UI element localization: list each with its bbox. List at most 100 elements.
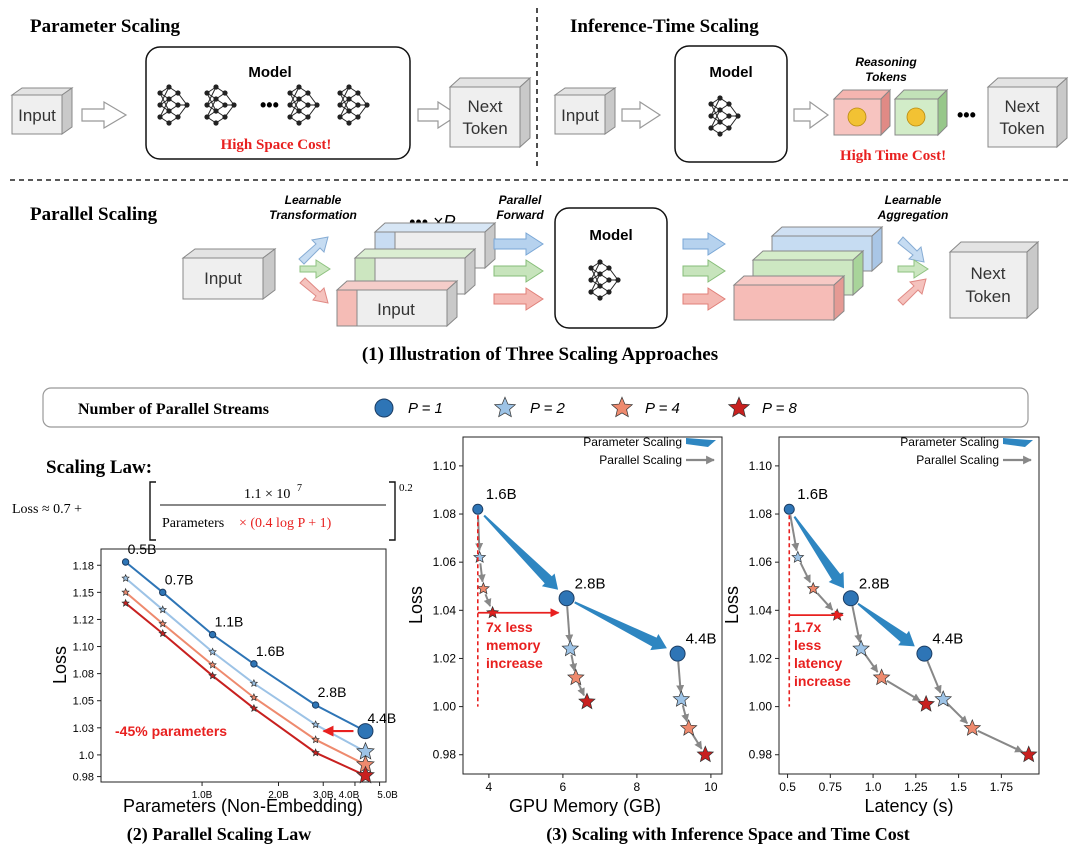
chart1-point-label: 1.6B bbox=[256, 643, 285, 659]
caption-2: (2) Parallel Scaling Law bbox=[127, 824, 311, 845]
chart3-parallel-arrow bbox=[799, 562, 812, 584]
reasoning-tokens-label-2: Tokens bbox=[865, 70, 907, 84]
legend-marker-p2 bbox=[493, 396, 517, 418]
legend-markers bbox=[374, 396, 751, 418]
chart2-legend-param: Parameter Scaling bbox=[583, 435, 682, 449]
chart1-ytick-label: 1.03 bbox=[73, 723, 94, 735]
chart2-ytick-label: 1.10 bbox=[433, 459, 457, 473]
chart2-point-p2 bbox=[672, 690, 691, 707]
parallel-token-label: Token bbox=[965, 287, 1010, 306]
chart1-annotation: -45% parameters bbox=[115, 723, 227, 739]
chart3-xlabel: Latency (s) bbox=[864, 796, 953, 816]
chart1-point-label: 0.7B bbox=[165, 571, 194, 587]
chart2-legend-param-arrow bbox=[686, 438, 716, 447]
chart3-legend-param-arrow bbox=[1003, 438, 1033, 447]
scaling-law-heading: Scaling Law: bbox=[46, 457, 152, 478]
chart2-annotation: 7x less bbox=[486, 619, 533, 635]
chart1-point-p4 bbox=[208, 660, 217, 669]
chart2-point-p8 bbox=[578, 692, 596, 710]
chart1-ylabel: Loss bbox=[50, 646, 70, 684]
chart3-xtick-label: 1.5 bbox=[950, 780, 967, 794]
chart1-xtick-label: 5.0B bbox=[377, 790, 398, 801]
chart1-point-p4 bbox=[158, 619, 167, 628]
high-time-cost-label: High Time Cost! bbox=[840, 148, 946, 164]
chart2-parallel-arrow bbox=[565, 606, 574, 643]
formula-numerator: 1.1 × 10 bbox=[244, 487, 290, 502]
infer-next-label: Next bbox=[1005, 97, 1040, 116]
chart1-point-p2 bbox=[311, 720, 320, 729]
chart2-point-p2 bbox=[561, 639, 580, 657]
param-arrow-1 bbox=[81, 100, 128, 130]
reasoning-tokens-label: Reasoning bbox=[855, 55, 917, 69]
parallel-next-token-box: Next Token bbox=[948, 240, 1040, 320]
infer-arrow-2 bbox=[793, 100, 830, 130]
formula-denominator-p: × (0.4 log P + 1) bbox=[239, 516, 332, 531]
chart1-point-p2 bbox=[158, 605, 167, 614]
chart2-point-p1 bbox=[472, 503, 484, 515]
infer-token-label: Token bbox=[999, 119, 1044, 138]
chart3-annotation: less bbox=[794, 637, 821, 653]
chart3-parallel-arrow bbox=[926, 660, 942, 694]
chart2-ytick-label: 1.02 bbox=[433, 651, 457, 665]
chart2-parallel-arrow bbox=[691, 732, 703, 750]
chart1-point-p4 bbox=[121, 587, 130, 597]
chart1-point-p4 bbox=[249, 693, 259, 702]
chart2-annotation: increase bbox=[486, 655, 543, 671]
chart1-point-p1 bbox=[159, 588, 167, 597]
infer-next-token-box: Next Token bbox=[986, 76, 1069, 149]
thinking-face-icon bbox=[847, 107, 867, 127]
chart1-ytick-label: 1.05 bbox=[73, 696, 94, 708]
chart2-point-p4 bbox=[567, 668, 585, 686]
output-arrow-red bbox=[682, 287, 726, 311]
chart3-ytick-label: 1.04 bbox=[749, 603, 773, 617]
parameter-scaling-title: Parameter Scaling bbox=[30, 16, 181, 37]
chart2-xtick-label: 4 bbox=[486, 780, 493, 794]
chart2-parallel-arrow bbox=[483, 593, 492, 607]
chart3-ylabel: Loss bbox=[722, 586, 742, 624]
chart1-point-p8 bbox=[249, 703, 259, 712]
chart2-point-p8 bbox=[696, 745, 715, 763]
chart3-point-p4 bbox=[963, 718, 982, 736]
legend-label-p4: P = 4 bbox=[645, 400, 680, 417]
formula-power: 0.2 bbox=[399, 482, 413, 494]
reasoning-token-green bbox=[893, 88, 949, 137]
chart3-xtick-label: 1.25 bbox=[904, 780, 928, 794]
forward-arrow-green bbox=[493, 259, 544, 283]
chart3-parallel-arrow bbox=[816, 592, 834, 611]
chart3-parallel-arrow bbox=[946, 702, 969, 725]
chart1-point-p1 bbox=[208, 630, 217, 639]
parallel-next-label: Next bbox=[971, 264, 1006, 283]
chart2-legend-parallel: Parallel Scaling bbox=[599, 453, 682, 467]
parallel-model-box: Model bbox=[554, 207, 668, 329]
chart3-annotation: latency bbox=[794, 655, 842, 671]
infer-input-box: Input bbox=[553, 87, 617, 135]
chart3-point-label: 4.4B bbox=[932, 631, 963, 648]
parallel-input-box: Input bbox=[181, 248, 277, 300]
chart2-parallel-arrow bbox=[477, 563, 486, 583]
chart2-point-label: 1.6B bbox=[486, 486, 517, 503]
chart3-param-scaling-arrow bbox=[857, 602, 915, 647]
chart1-xtick-label: 4.0B bbox=[339, 790, 360, 801]
chart3-point-label: 2.8B bbox=[859, 575, 890, 592]
output-arrow-blue bbox=[682, 232, 726, 256]
chart2-point-p2 bbox=[473, 550, 487, 563]
infer-model-box: Model bbox=[674, 45, 788, 163]
param-model-box: Model ••• High Space Cost! bbox=[145, 46, 411, 160]
chart1-point-p8 bbox=[121, 598, 130, 607]
aggregate-arrow-red bbox=[897, 278, 927, 306]
chart3-point-p2 bbox=[934, 690, 953, 707]
param-next-label: Next bbox=[468, 97, 503, 116]
legend-box bbox=[42, 387, 1029, 428]
chart1-ytick-label: 1.08 bbox=[73, 669, 94, 681]
chart2-xtick-label: 10 bbox=[704, 780, 718, 794]
chart2-param-scaling-arrow bbox=[574, 601, 667, 651]
chart1-point-p8 bbox=[158, 628, 167, 638]
chart2-xtick-label: 8 bbox=[634, 780, 641, 794]
formula-right-bracket bbox=[389, 481, 396, 541]
infer-model-label: Model bbox=[709, 64, 752, 81]
transform-arrow-red bbox=[299, 277, 329, 304]
output-arrow-green bbox=[682, 259, 726, 283]
